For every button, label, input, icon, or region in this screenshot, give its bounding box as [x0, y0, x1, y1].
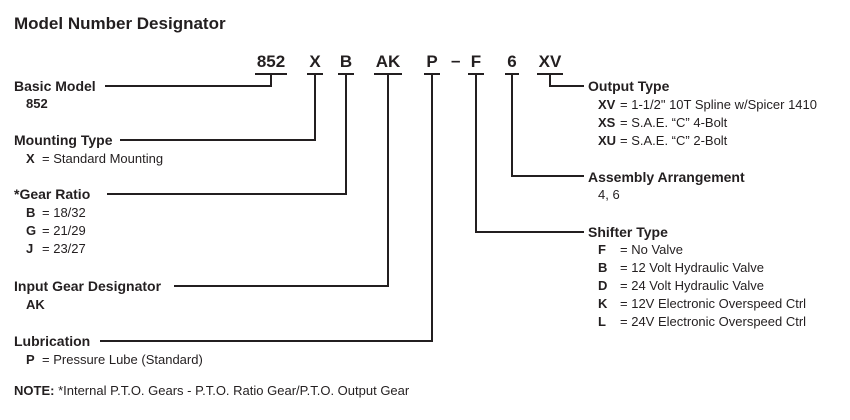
line-basic-model: [105, 75, 272, 87]
output-type-option: XU= S.A.E. “C” 2-Bolt: [598, 133, 728, 148]
basic-model-value: 852: [26, 96, 48, 111]
segment-ak: AK: [374, 52, 402, 75]
segment-p: P: [424, 52, 440, 75]
shifter-type-option: F= No Valve: [598, 242, 684, 257]
line-mounting-type: [120, 75, 316, 141]
output-type-option: XV= 1-1/2" 10T Spline w/Spicer 1410: [598, 97, 817, 112]
line-assembly: [511, 75, 584, 177]
output-type-heading: Output Type: [588, 78, 670, 94]
assembly-value: 4, 6: [598, 187, 620, 202]
segment-852: 852: [255, 52, 287, 75]
segment-dash: –: [451, 51, 461, 70]
line-input-gear: [174, 75, 389, 287]
line-shifter-type: [475, 75, 584, 233]
shifter-type-option: K= 12V Electronic Overspeed Ctrl: [598, 296, 807, 311]
assembly-heading: Assembly Arrangement: [588, 169, 745, 185]
note-text: *Internal P.T.O. Gears - P.T.O. Ratio Ge…: [54, 383, 410, 398]
output-type-option: XS= S.A.E. “C” 4-Bolt: [598, 115, 728, 130]
segment-x: X: [307, 52, 323, 75]
footnote: NOTE: *Internal P.T.O. Gears - P.T.O. Ra…: [14, 383, 409, 398]
line-output-type: [549, 75, 584, 87]
page-title: Model Number Designator: [14, 14, 226, 33]
segment-b: B: [338, 52, 354, 75]
segment-f: F: [468, 52, 484, 75]
mounting-type-option: X= Standard Mounting: [26, 151, 164, 166]
mounting-type-heading: Mounting Type: [14, 132, 113, 148]
basic-model-heading: Basic Model: [14, 78, 96, 94]
gear-ratio-heading: *Gear Ratio: [14, 186, 91, 202]
lubrication-option: P= Pressure Lube (Standard): [26, 352, 203, 367]
line-gear-ratio: [107, 75, 347, 195]
gear-ratio-option: B= 18/32: [26, 205, 86, 220]
shifter-type-option: B= 12 Volt Hydraulic Valve: [598, 260, 764, 275]
input-gear-value: AK: [26, 297, 45, 312]
segment-6: 6: [505, 52, 519, 75]
segment-xv: XV: [537, 52, 563, 75]
input-gear-heading: Input Gear Designator: [14, 278, 162, 294]
lubrication-heading: Lubrication: [14, 333, 91, 349]
shifter-type-option: L= 24V Electronic Overspeed Ctrl: [598, 314, 807, 329]
note-label: NOTE:: [14, 383, 55, 398]
gear-ratio-option: G= 21/29: [26, 223, 86, 238]
shifter-type-option: D= 24 Volt Hydraulic Valve: [598, 278, 764, 293]
line-lubrication: [100, 75, 433, 342]
shifter-type-heading: Shifter Type: [588, 224, 668, 240]
gear-ratio-option: J= 23/27: [26, 241, 86, 256]
